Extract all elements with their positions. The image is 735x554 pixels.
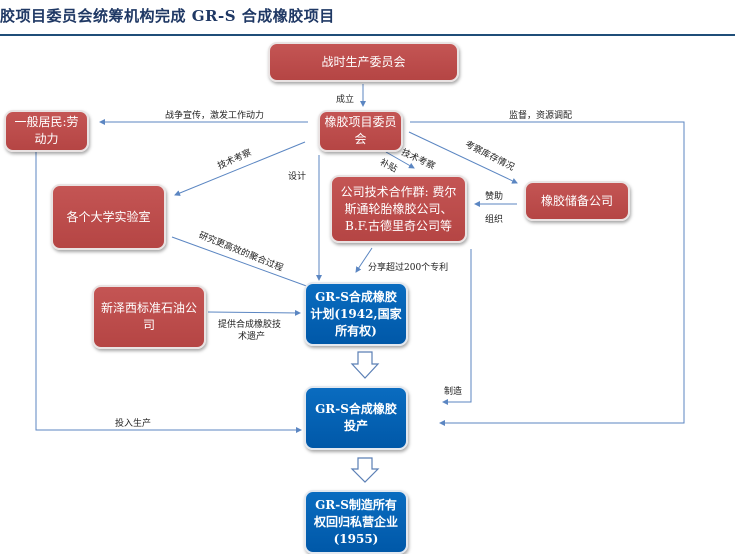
label-design: 设计 xyxy=(288,172,307,182)
label-supervise: 监督，资源调配 xyxy=(509,111,573,121)
node-grs-private: GR-S制造所有权回归私营企业(1955) xyxy=(304,490,408,554)
edge-share-patents xyxy=(355,247,373,273)
label-sponsor: 赞助 xyxy=(485,192,504,202)
title-divider xyxy=(0,34,735,36)
label-propaganda: 战争宣传，激发工作动力 xyxy=(165,111,265,121)
node-citizens: 一般居民:劳动力 xyxy=(4,110,89,152)
node-rubber-committee: 橡胶项目委员会 xyxy=(318,110,403,152)
edge-provide-tech xyxy=(207,309,301,316)
down-arrow-1 xyxy=(350,351,380,379)
node-grs-program: GR-S合成橡胶计划(1942,国家所有权) xyxy=(304,282,408,346)
node-universities: 各个大学实验室 xyxy=(51,184,166,250)
label-provide-tech-1: 提供合成橡胶技 xyxy=(218,320,282,330)
node-wartime-board: 战时生产委员会 xyxy=(268,42,459,82)
label-manufacture: 制造 xyxy=(444,387,463,397)
edge-inspect-inventory xyxy=(408,131,518,184)
label-establish: 成立 xyxy=(336,95,355,105)
label-organize: 组织 xyxy=(485,215,504,225)
label-provide-tech-2: 术遗产 xyxy=(238,332,266,342)
edge-tech-inspect-left xyxy=(174,141,306,196)
edge-manufacture xyxy=(442,249,472,405)
node-grs-production: GR-S合成橡胶投产 xyxy=(304,386,408,450)
label-share-patents: 分享超过200个专利 xyxy=(368,263,449,273)
node-reserve-company: 橡胶储备公司 xyxy=(524,181,630,221)
edge-tech-inspect-right xyxy=(385,151,415,169)
node-company-group: 公司技术合作群: 费尔斯通轮胎橡胶公司、B.F.古德里奇公司等 xyxy=(330,175,467,243)
node-nj-standard-oil: 新泽西标准石油公司 xyxy=(92,285,206,349)
label-put-into-production: 投入生产 xyxy=(115,419,152,429)
edge-research xyxy=(171,236,313,290)
page-title: 胶项目委员会统筹机构完成 GR-S 合成橡胶项目 xyxy=(0,7,335,25)
edge-supervise xyxy=(410,121,685,426)
down-arrow-2 xyxy=(350,457,380,483)
edge-put-into-production xyxy=(35,149,302,433)
